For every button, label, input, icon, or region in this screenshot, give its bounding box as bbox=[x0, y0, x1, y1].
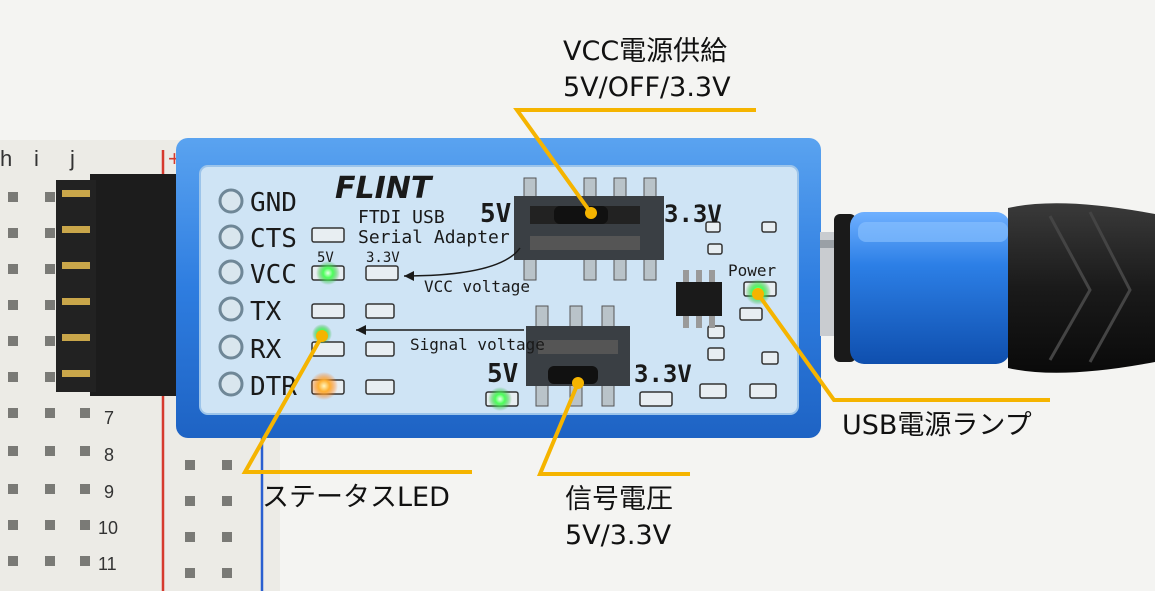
signal-switch-5v-label: 5V bbox=[487, 359, 518, 389]
callout-signal-voltage-line2: 5V/3.3V bbox=[565, 520, 672, 551]
pin-label-rx: RX bbox=[250, 335, 282, 365]
signal-arrow-head bbox=[356, 325, 366, 335]
callout-status-led: ステータスLED bbox=[262, 482, 450, 513]
vcc-switch-3v3-label: 3.3V bbox=[664, 200, 722, 228]
callout-lines bbox=[241, 108, 1050, 476]
signal-switch bbox=[526, 305, 630, 407]
callout-line-usb-lamp bbox=[756, 292, 1050, 402]
column-letter-h: h bbox=[0, 146, 12, 171]
row-number-10: 10 bbox=[98, 518, 118, 538]
row-number-9: 9 bbox=[104, 482, 114, 502]
vcc-arrow-head bbox=[404, 271, 414, 281]
column-letter-i: i bbox=[34, 146, 39, 171]
pin-label-vcc: VCC bbox=[250, 260, 297, 290]
vcc-switch-5v-label: 5V bbox=[480, 199, 511, 229]
callout-line-vcc-supply bbox=[513, 108, 756, 215]
row-number-8: 8 bbox=[104, 445, 114, 465]
vcc-voltage-arrow bbox=[403, 247, 521, 277]
callout-vcc-supply-line1: VCC電源供給 bbox=[563, 36, 728, 67]
callout-line-status-led bbox=[241, 335, 472, 474]
led-vcc-5v-green bbox=[316, 261, 340, 285]
regulator-leads bbox=[683, 270, 715, 328]
pin-label-gnd: GND bbox=[250, 188, 297, 218]
pin-label-tx: TX bbox=[250, 297, 282, 327]
callout-signal-voltage-line1: 信号電圧 bbox=[565, 484, 673, 515]
row-number-11: 11 bbox=[98, 554, 117, 574]
regulator-chip bbox=[676, 282, 722, 316]
signal-voltage-label: Signal voltage bbox=[410, 335, 545, 354]
pin-pads: GND CTS VCC TX RX DTR bbox=[218, 188, 297, 402]
product-line-1: FTDI USB bbox=[358, 207, 445, 228]
callout-usb-lamp: USB電源ランプ bbox=[842, 410, 1032, 441]
callout-line-signal-voltage bbox=[536, 382, 690, 476]
brand-name: FLINT bbox=[335, 171, 434, 206]
vcc-voltage-label: VCC voltage bbox=[424, 277, 530, 296]
power-label: Power bbox=[728, 261, 777, 280]
signal-switch-3v3-label: 3.3V bbox=[634, 360, 692, 388]
callout-vcc-supply-line2: 5V/OFF/3.3V bbox=[563, 72, 731, 103]
usb-cable bbox=[820, 203, 1155, 373]
led-signal-5v-green bbox=[488, 387, 512, 411]
callout-dots bbox=[316, 207, 764, 389]
led-3v3-label: 3.3V bbox=[366, 250, 400, 266]
pin-label-dtr: DTR bbox=[250, 372, 297, 402]
column-letter-j: j bbox=[69, 146, 75, 171]
product-line-2: Serial Adapter bbox=[358, 227, 510, 248]
led-dtr-orange bbox=[310, 372, 338, 400]
row-number-7: 7 bbox=[104, 408, 114, 428]
brand-logo: FLINT FTDI USB Serial Adapter bbox=[335, 171, 510, 248]
pin-header bbox=[56, 174, 184, 396]
pin-label-cts: CTS bbox=[250, 224, 297, 254]
